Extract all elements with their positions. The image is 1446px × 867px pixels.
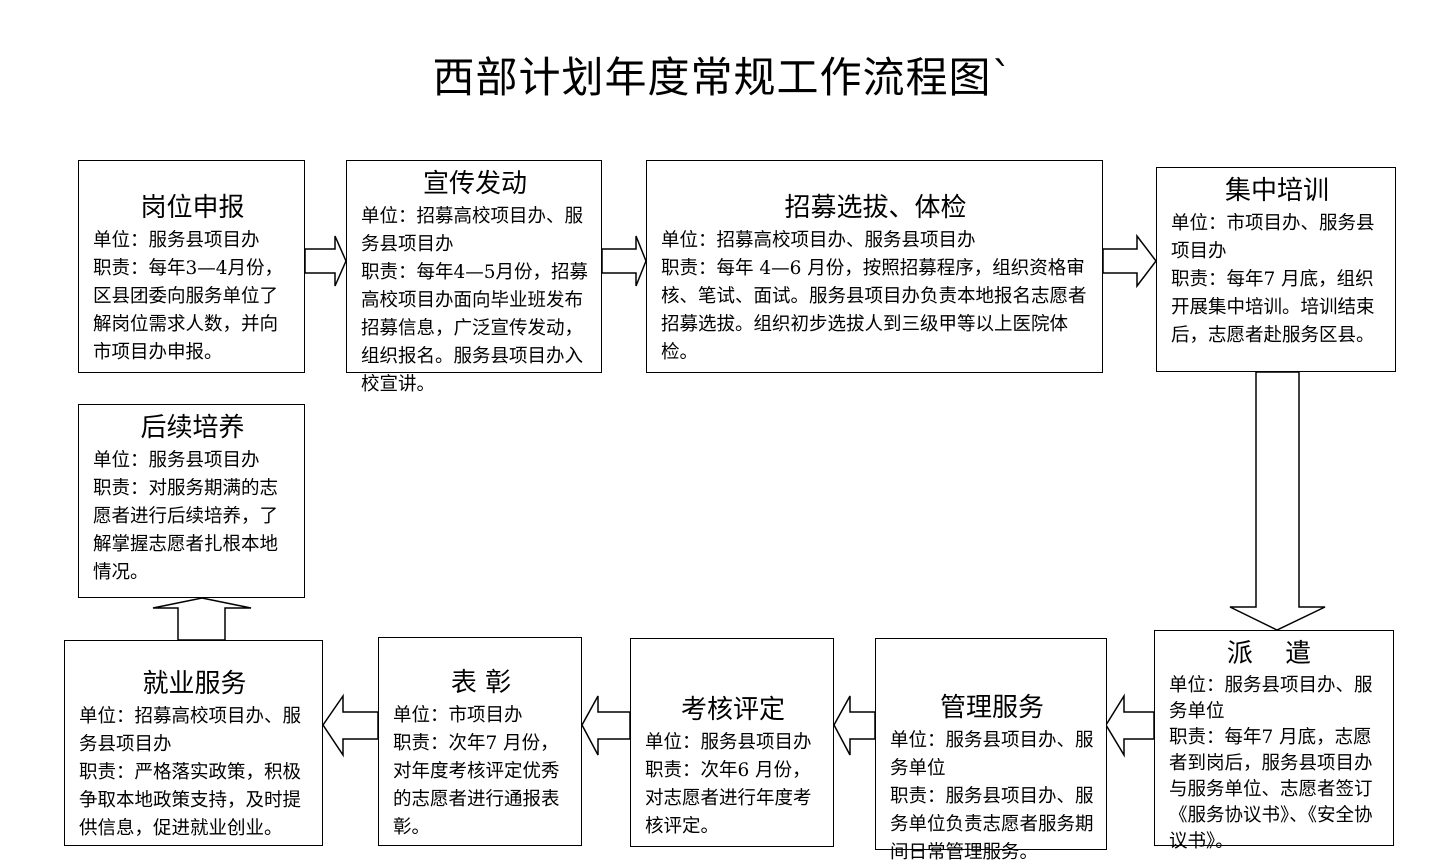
step-duty: 职责：每年3—4月份，区县团委向服务单位了解岗位需求人数，并向市项目办申报。: [93, 258, 284, 363]
step-biaozhang: 表 彰 单位：市项目办 职责：次年7 月份，对年度考核评定优秀的志愿者进行通报表…: [378, 637, 582, 846]
step-paiqian: 派 遣 单位：服务县项目办、服务单位 职责：每年7 月底，志愿者到岗后，服务县项…: [1154, 630, 1394, 852]
step-title: 考核评定: [680, 695, 785, 725]
step-title: 管理服务: [939, 693, 1044, 723]
arrow-left-2: [833, 695, 876, 756]
step-duty: 职责：次年7 月份，对年度考核评定优秀的志愿者进行通报表彰。: [393, 733, 560, 838]
step-unit: 单位：服务县项目办、服务单位: [890, 730, 1094, 779]
step-xuanchuan-fadong: 宣传发动 单位：招募高校项目办、服务县项目办 职责：每年4—5月份，招募高校项目…: [346, 160, 602, 395]
arrow-left-3: [581, 695, 631, 756]
step-title: 就业服务: [142, 669, 247, 699]
step-jizhong-peixun: 集中培训 单位：市项目办、服务县项目办 职责：每年7 月底，组织开展集中培训。培…: [1156, 167, 1396, 372]
step-unit: 单位：市项目办: [393, 705, 523, 726]
step-duty: 职责：每年7 月底，志愿者到岗后，服务县项目办与服务单位、志愿者签订《服务协议书…: [1169, 727, 1373, 852]
arrow-left-1: [1105, 693, 1155, 758]
step-gangwei-shenbao: 岗位申报 单位：服务县项目办 职责：每年3—4月份，区县团委向服务单位了解岗位需…: [78, 160, 305, 373]
step-duty: 职责：对服务期满的志愿者进行后续培养，了解掌握志愿者扎根本地情况。: [93, 478, 279, 583]
page-title: 西部计划年度常规工作流程图`: [432, 53, 1014, 102]
step-duty: 职责：每年 4—6 月份，按照招募程序，组织资格审核、笔试、面试。服务县项目办负…: [661, 258, 1087, 363]
step-title: 后续培养: [140, 413, 245, 443]
step-unit: 单位：招募高校项目办、服务县项目办: [79, 706, 302, 755]
step-title: 派 遣: [1226, 639, 1324, 669]
step-kaohe-pingding: 考核评定 单位：服务县项目办 职责：次年6 月份，对志愿者进行年度考核评定。: [630, 638, 834, 847]
step-title: 宣传发动: [422, 169, 527, 199]
step-unit: 单位：服务县项目办: [645, 732, 812, 753]
arrow-down: [1229, 371, 1326, 631]
step-duty: 职责：严格落实政策，积极争取本地政策支持，及时提供信息，促进就业创业。: [79, 762, 302, 839]
step-duty: 职责：每年7 月底，组织开展集中培训。培训结束后，志愿者赴服务区县。: [1171, 269, 1375, 346]
step-guanli-fuwu: 管理服务 单位：服务县项目办、服务单位 职责：服务县项目办、服务单位负责志愿者服…: [875, 638, 1107, 863]
step-unit: 单位：招募高校项目办、服务县项目办: [661, 230, 976, 251]
step-duty: 职责：服务县项目办、服务单位负责志愿者服务期间日常管理服务。: [890, 786, 1094, 863]
step-houxu-peiyang: 后续培养 单位：服务县项目办 职责：对服务期满的志愿者进行后续培养，了解掌握志愿…: [78, 404, 305, 598]
step-unit: 单位：市项目办、服务县项目办: [1171, 213, 1375, 262]
arrow-right-2: [601, 235, 647, 287]
arrow-right-1: [304, 235, 347, 287]
arrow-right-3: [1102, 233, 1157, 289]
step-unit: 单位：服务县项目办、服务单位: [1169, 675, 1373, 722]
step-title: 集中培训: [1224, 176, 1329, 206]
step-zhaomu-xuanba: 招募选拔、体检 单位：招募高校项目办、服务县项目办 职责：每年 4—6 月份，按…: [646, 160, 1103, 373]
step-duty: 职责：每年4—5月份，招募高校项目办面向毕业班发布招募信息，广泛宣传发动，组织报…: [361, 262, 589, 395]
step-title: 招募选拔、体检: [784, 193, 967, 223]
arrow-left-4: [322, 693, 379, 758]
arrow-up: [152, 597, 252, 641]
step-unit: 单位：服务县项目办: [93, 230, 260, 251]
step-title: 岗位申报: [140, 193, 245, 223]
step-duty: 职责：次年6 月份，对志愿者进行年度考核评定。: [645, 760, 812, 837]
step-unit: 单位：招募高校项目办、服务县项目办: [361, 206, 584, 255]
step-jiuye-fuwu: 就业服务 单位：招募高校项目办、服务县项目办 职责：严格落实政策，积极争取本地政…: [64, 640, 323, 846]
step-unit: 单位：服务县项目办: [93, 450, 260, 471]
step-title: 表 彰: [450, 668, 512, 698]
